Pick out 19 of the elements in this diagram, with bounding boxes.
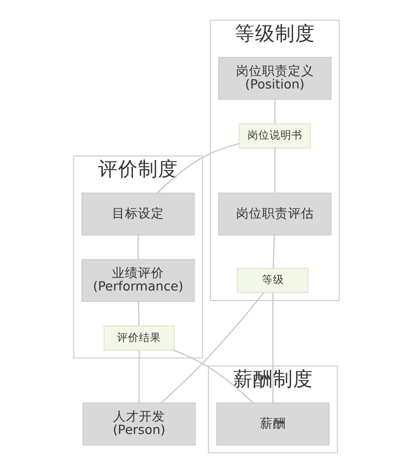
node-box: 等级 xyxy=(237,268,309,294)
connector xyxy=(156,143,240,194)
node-box: 岗位职责评估 xyxy=(218,192,332,236)
node-box: 岗位说明书 xyxy=(238,123,311,149)
connector xyxy=(138,302,140,326)
connector xyxy=(138,235,139,260)
connector xyxy=(272,293,274,403)
node-box: 人才开发 (Person) xyxy=(82,402,196,446)
node-box: 目标设定 xyxy=(82,192,195,236)
node-box: 薪酬 xyxy=(216,402,330,446)
node-box: 业绩评价 (Performance) xyxy=(82,258,195,302)
connector xyxy=(272,235,275,268)
connector xyxy=(274,99,276,124)
connector xyxy=(274,148,276,193)
connector xyxy=(138,350,140,403)
connector xyxy=(161,292,264,404)
node-box: 岗位职责定义 (Position) xyxy=(218,56,332,100)
connector xyxy=(174,350,254,404)
node-box: 评价结果 xyxy=(104,325,175,351)
